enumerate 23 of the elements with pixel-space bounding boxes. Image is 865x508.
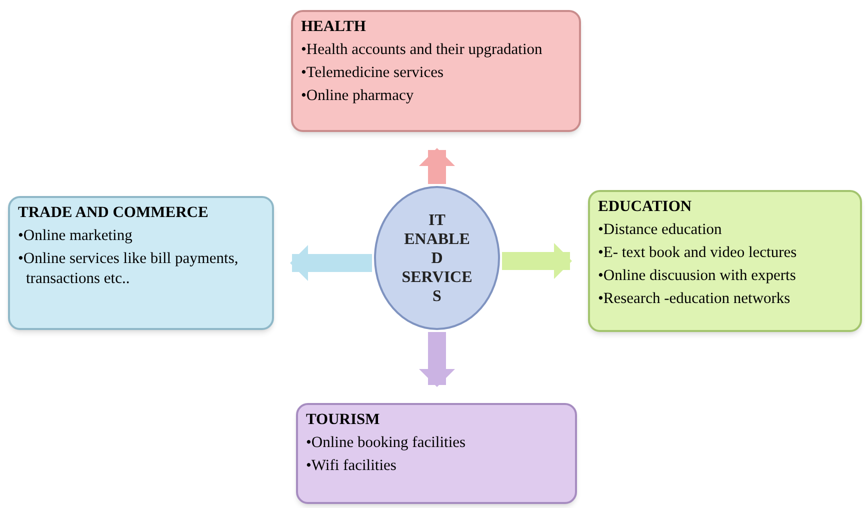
category-box [8,196,274,330]
bullet-item: •Telemedicine services [301,63,444,83]
category-heading: HEALTH [301,17,367,37]
bullet-item: •Online pharmacy [301,86,415,106]
category-heading: TRADE AND COMMERCE [18,203,210,223]
bullet-item: •Research -education networks [598,289,792,309]
bullet-item: •Online discuusion with experts [598,266,797,286]
category-box [291,10,581,132]
bullet-item: •E- text book and video lectures [598,243,798,263]
bullet-item: •Online services like bill payments, transactions etc.. [18,249,240,289]
category-box [296,403,577,504]
block-arrow [290,245,372,281]
category-heading: TOURISM [306,410,381,430]
bullet-item: •Health accounts and their upgradation [301,40,544,60]
bullet-item: •Wifi facilities [306,456,398,476]
category-heading: EDUCATION [598,197,693,217]
block-arrow [502,243,572,279]
bullet-item: •Online marketing [18,226,134,246]
bullet-item: •Distance education [598,220,723,240]
category-box [588,190,862,332]
block-arrow [419,148,455,184]
bullet-item: •Online booking facilities [306,433,467,453]
center-title: IT ENABLE D SERVICE S [400,210,474,306]
